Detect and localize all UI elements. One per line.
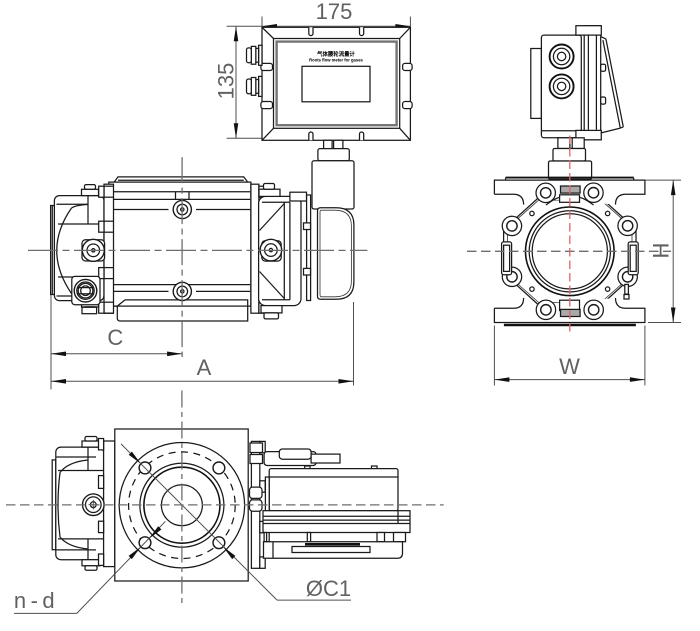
svg-text:C: C xyxy=(107,325,123,350)
svg-text:175: 175 xyxy=(316,0,353,24)
svg-text:Roots flow meter for gases: Roots flow meter for gases xyxy=(309,58,363,63)
svg-text:n-d: n-d xyxy=(14,588,59,613)
svg-text:气体腰轮流量计: 气体腰轮流量计 xyxy=(316,50,355,58)
svg-text:H: H xyxy=(648,243,673,259)
svg-text:ØC1: ØC1 xyxy=(306,576,351,601)
svg-text:A: A xyxy=(197,355,212,380)
svg-text:W: W xyxy=(559,354,580,379)
svg-text:135: 135 xyxy=(214,63,239,100)
